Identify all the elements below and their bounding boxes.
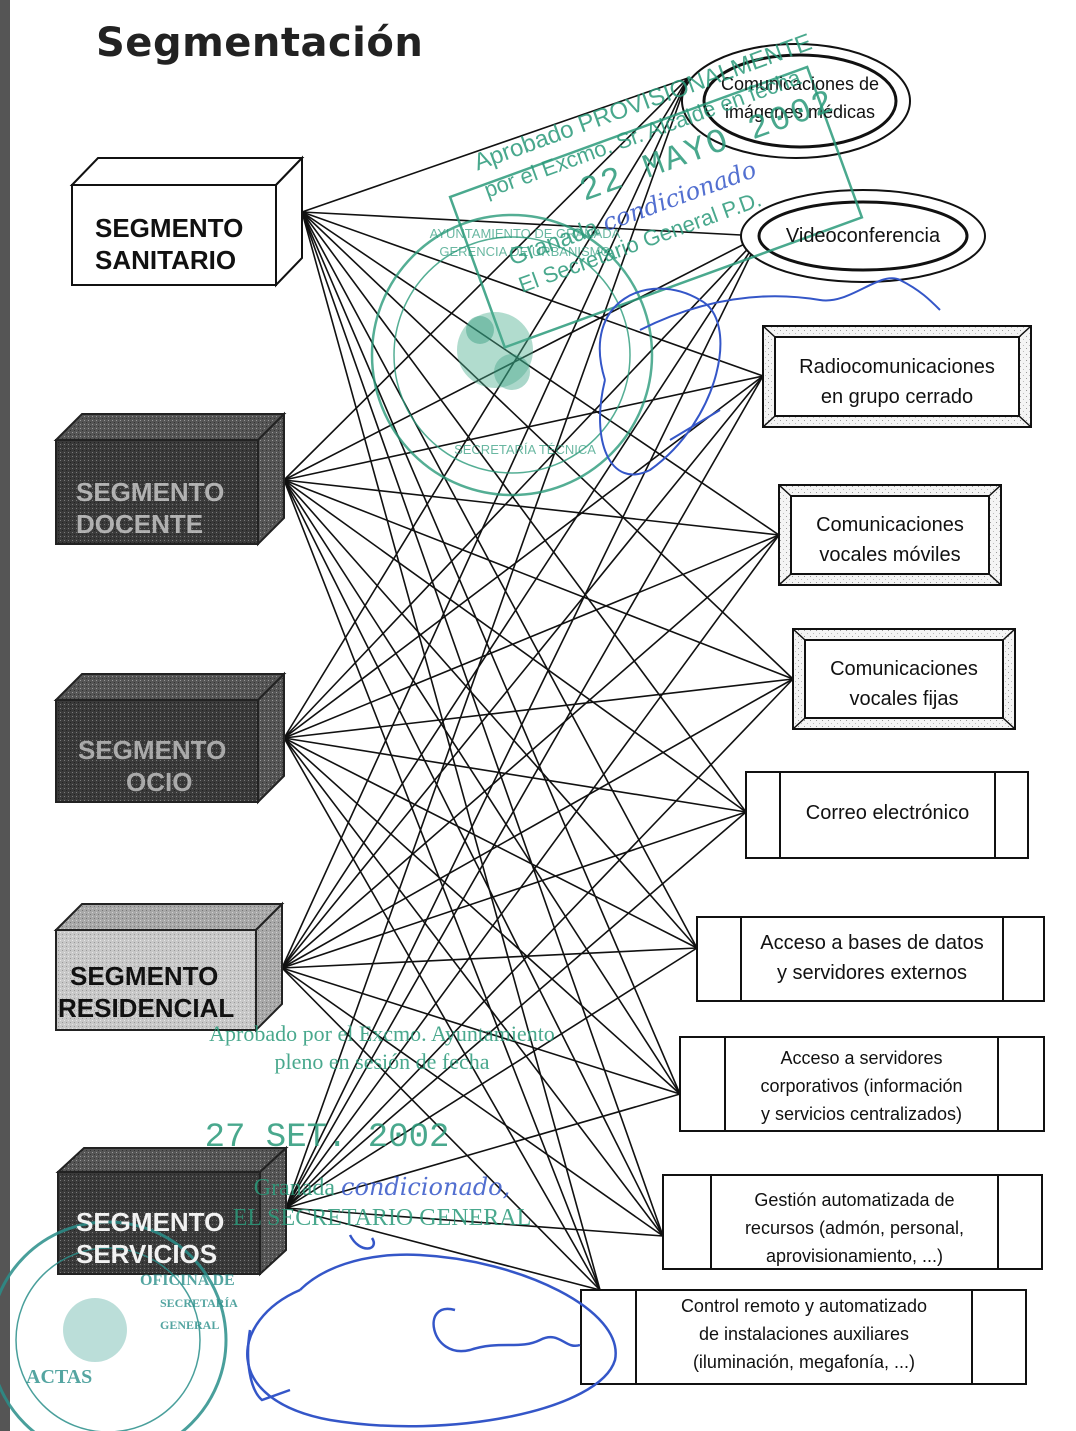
connection-lines	[281, 77, 794, 1291]
seal-bottom-text: OFICINA DE SECRETARÍA GENERAL ACTAS	[26, 1272, 238, 1388]
connection-line	[301, 211, 664, 1237]
service-node-control-remoto	[580, 1289, 1027, 1385]
connection-line	[301, 211, 794, 680]
connection-line	[301, 211, 747, 813]
connection-line	[283, 534, 780, 739]
service-label-videoconferencia: Videoconferencia	[785, 225, 941, 247]
service-node-videoconferencia	[740, 189, 986, 283]
page-title: Segmentación	[96, 20, 424, 66]
connection-line	[283, 678, 794, 739]
segment-box-residencial	[53, 901, 285, 1033]
connection-line	[285, 534, 780, 1209]
connection-line	[301, 211, 698, 949]
service-node-radiocomunicaciones	[762, 325, 1032, 428]
connection-line	[283, 77, 689, 739]
handwritten-signature-bottom	[246, 1234, 617, 1428]
segment-box-sanitario	[69, 155, 305, 288]
service-node-gestion-recursos	[662, 1174, 1043, 1270]
seal-top-text: AYUNTAMIENTO DE GRANADA GERENCIA DE URBA…	[429, 226, 621, 457]
connection-line	[281, 375, 764, 969]
connection-line	[285, 1093, 681, 1209]
handwritten-signature-top	[598, 277, 941, 476]
connection-line	[285, 1207, 664, 1237]
connection-line	[281, 534, 780, 969]
connection-line	[283, 479, 747, 813]
service-node-vocales-moviles	[778, 484, 1002, 586]
connection-line	[283, 235, 761, 481]
connection-line	[285, 811, 747, 1209]
municipal-seal-top	[370, 213, 654, 497]
connection-line	[281, 77, 689, 969]
approval-stamp-bottom-text: Aprobado por el Excmo. Ayuntamiento plen…	[204, 1021, 555, 1231]
connection-line	[283, 375, 764, 739]
connection-line	[301, 77, 689, 213]
municipal-seal-bottom	[0, 1220, 228, 1431]
connection-line	[283, 737, 681, 1095]
approval-stamp-top	[448, 65, 864, 349]
connection-line	[283, 737, 601, 1291]
stamp-bottom-handwritten: condicionado,	[341, 1173, 511, 1201]
connection-line	[283, 479, 681, 1095]
connection-line	[281, 811, 747, 969]
connection-line	[281, 947, 698, 969]
segment-box-ocio	[53, 671, 287, 805]
connection-line	[283, 479, 794, 680]
connection-line	[285, 235, 761, 1209]
connection-line	[281, 235, 761, 969]
connection-line	[301, 211, 601, 1291]
connection-line	[301, 211, 780, 536]
segment-box-docente	[53, 411, 287, 547]
connection-line	[285, 1207, 601, 1291]
service-node-imagenes-medicas	[681, 43, 911, 159]
service-node-servidores-corporativos	[679, 1036, 1045, 1132]
connection-line	[283, 737, 664, 1237]
connection-line	[281, 967, 681, 1095]
stamp-bottom-city: Granada	[253, 1175, 336, 1201]
connection-line	[285, 947, 698, 1209]
service-label-correo: Correo electrónico	[805, 802, 970, 824]
connection-line	[285, 678, 794, 1209]
connection-line	[285, 375, 764, 1209]
connection-line	[283, 235, 761, 739]
connection-line	[283, 479, 664, 1237]
connection-line	[283, 737, 747, 813]
connection-line	[283, 77, 689, 481]
service-node-bases-datos	[696, 916, 1045, 1002]
connection-line	[301, 211, 761, 237]
connection-line	[281, 967, 664, 1237]
connection-line	[281, 967, 601, 1291]
service-node-correo	[745, 771, 1029, 859]
connection-line	[283, 479, 780, 536]
connection-line	[281, 678, 794, 969]
service-node-vocales-fijas	[792, 628, 1016, 730]
page-edge	[0, 0, 10, 1431]
